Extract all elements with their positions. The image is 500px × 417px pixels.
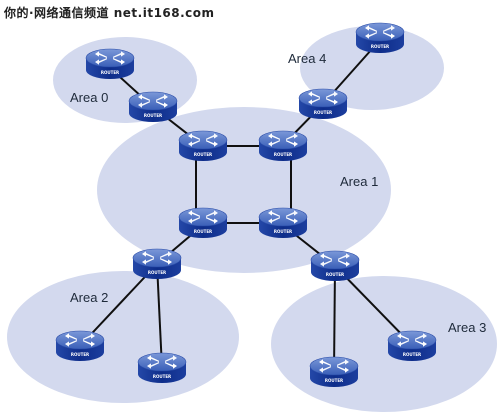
router-label: ROUTER [274, 229, 292, 234]
router-label: ROUTER [71, 352, 89, 357]
router-label: ROUTER [403, 352, 421, 357]
router-label: ROUTER [326, 272, 344, 277]
area-2-region [7, 271, 239, 403]
area-0-label: Area 1 [340, 174, 378, 189]
router-area2-left: ROUTER [55, 330, 105, 362]
router-label: ROUTER [371, 44, 389, 49]
router-area2-abr: ROUTER [132, 248, 182, 280]
area-1-label: Area 0 [70, 90, 108, 105]
router-backbone-bottom-left: ROUTER [178, 207, 228, 239]
router-label: ROUTER [194, 152, 212, 157]
area-2-label: Area 2 [70, 290, 108, 305]
watermark-text: 你的·网络通信频道 net.it168.com [4, 6, 215, 20]
router-area3-abr: ROUTER [310, 250, 360, 282]
router-label: ROUTER [144, 113, 162, 118]
area-0-region [97, 107, 391, 273]
router-area3-bottom: ROUTER [309, 356, 359, 388]
area-4-label: Area 4 [288, 51, 326, 66]
router-label: ROUTER [274, 152, 292, 157]
link-r3a-r3b [333, 265, 336, 373]
area-3-label: Area 3 [448, 320, 486, 335]
router-area1-top: ROUTER [85, 48, 135, 80]
routers: ROUTER ROUTER ROUTER ROUTER ROUTER ROUTER ROUT… [55, 22, 437, 388]
router-backbone-top-right: ROUTER [258, 130, 308, 162]
router-label: ROUTER [148, 270, 166, 275]
router-area4-abr: ROUTER [298, 88, 348, 120]
link-r2a-r2c [156, 263, 163, 369]
router-label: ROUTER [101, 70, 119, 75]
router-backbone-bottom-right: ROUTER [258, 207, 308, 239]
router-label: ROUTER [153, 374, 171, 379]
router-label: ROUTER [325, 378, 343, 383]
router-area2-bottom: ROUTER [137, 352, 187, 384]
router-backbone-top-left: ROUTER [178, 130, 228, 162]
router-label: ROUTER [194, 229, 212, 234]
router-area3-right: ROUTER [387, 330, 437, 362]
area-3-region [271, 276, 497, 412]
router-area1-abr: ROUTER [128, 91, 178, 123]
router-area4-top: ROUTER [355, 22, 405, 54]
router-label: ROUTER [314, 110, 332, 115]
